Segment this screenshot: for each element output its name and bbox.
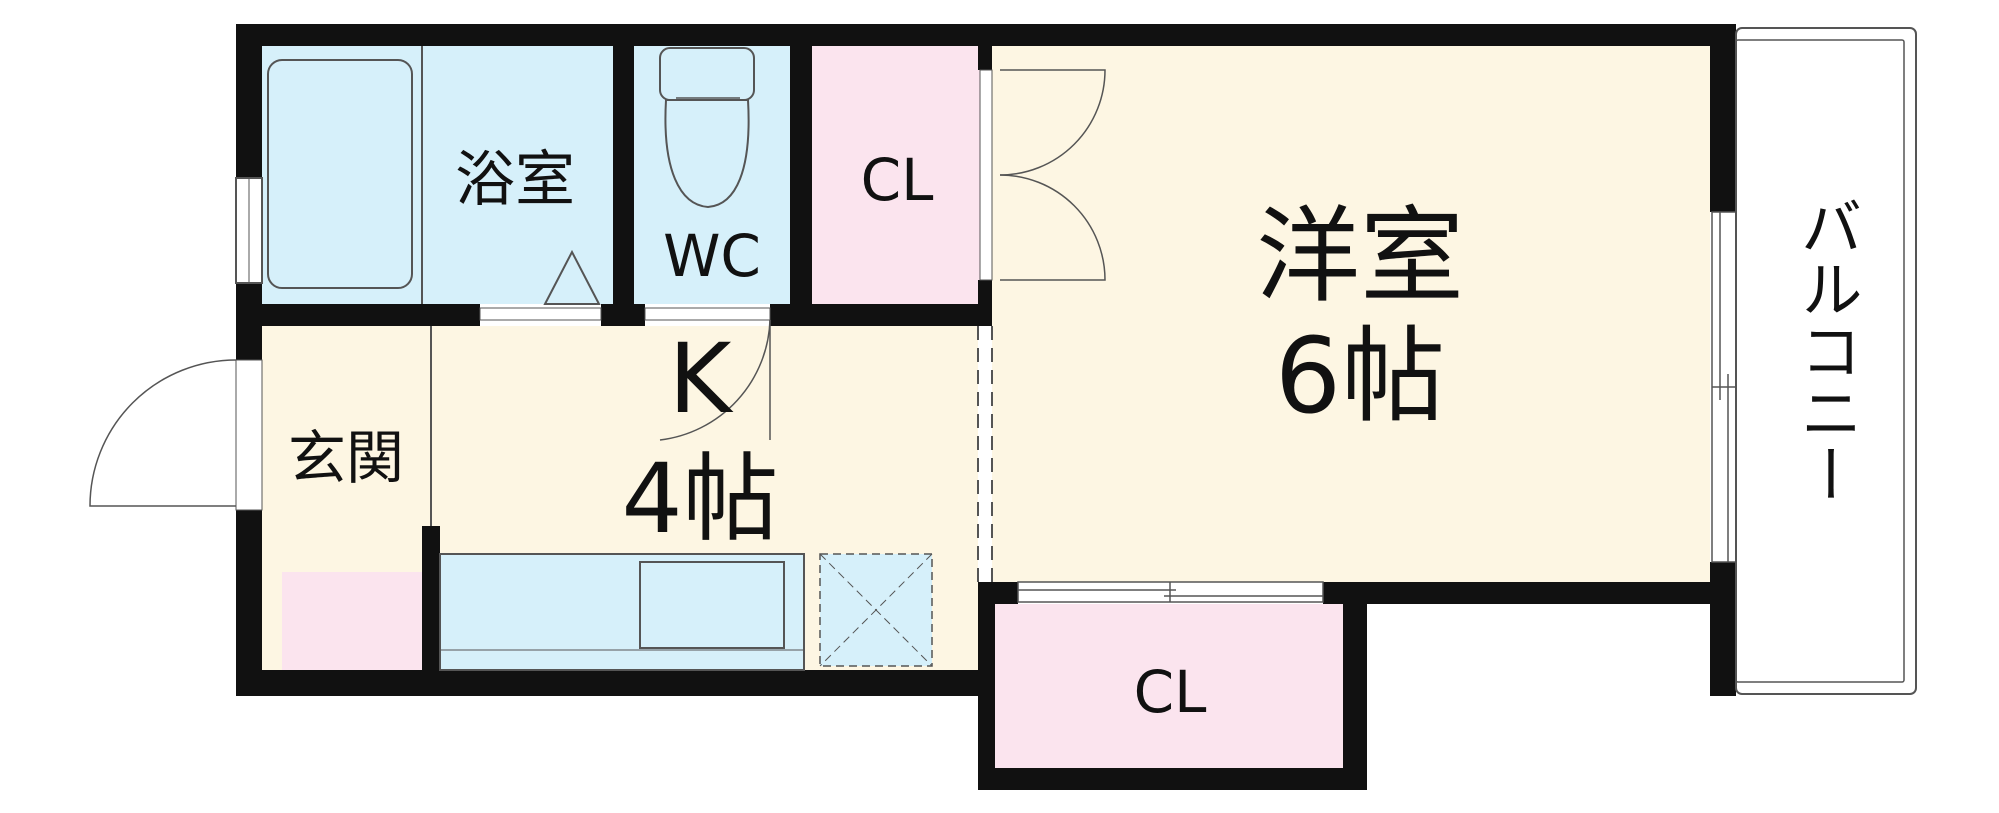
closet-lower-label: CL: [1134, 658, 1207, 726]
wc-door-swing: [659, 319, 771, 441]
kitchen-size: 4帖: [621, 443, 778, 555]
western-room-size: 6帖: [1275, 315, 1445, 437]
wall-left-upper: [236, 24, 262, 178]
closet-upper-floor: [812, 46, 984, 304]
wall-cl-left: [978, 582, 995, 790]
kitchen-counter: [439, 553, 805, 671]
wall-right-upper: [1710, 24, 1736, 212]
closet-upper-label: CL: [861, 146, 934, 214]
toilet-bowl: [664, 99, 750, 209]
wall-cl-bottom: [978, 768, 1367, 790]
western-room-floor: [992, 46, 1710, 582]
wall-upper-horizontal-3: [770, 304, 992, 326]
cl-door-swing-2: [999, 174, 1106, 281]
bath-floor: [262, 46, 613, 304]
wall-bath-wc: [613, 24, 634, 326]
wall-cl-right: [1343, 582, 1367, 790]
closet-lower-floor: [995, 604, 1343, 768]
wall-room-bottom-right: [1323, 582, 1736, 604]
wall-room-bottom-left: [978, 582, 1018, 604]
wall-right-lower: [1710, 562, 1736, 696]
wall-upper-horizontal-2: [601, 304, 645, 326]
wc-label: WC: [663, 222, 761, 290]
western-room-name: 洋室: [1256, 195, 1464, 317]
walls: [236, 24, 1736, 790]
cl-upper-door-gap: [979, 69, 993, 281]
bath-door-gap: [479, 307, 602, 321]
wall-upper-horizontal-1: [236, 304, 480, 326]
kitchen-sink: [639, 561, 785, 649]
wall-wc-cl: [790, 24, 812, 326]
wall-entrance-stub: [422, 526, 440, 696]
cl-door-swing-1: [999, 69, 1106, 176]
wall-left-lower: [236, 510, 262, 696]
wall-cl-room: [978, 24, 992, 70]
bath-drain: [543, 249, 601, 305]
shoe-cabinet: [282, 572, 430, 670]
entrance-door-gap: [235, 359, 263, 511]
balcony-label: バルコニー: [1790, 195, 1863, 505]
wall-bottom-left: [236, 670, 980, 696]
bathtub: [267, 59, 413, 289]
entrance-label: 玄関: [288, 424, 404, 492]
bath-label: 浴室: [455, 145, 575, 215]
wc-door-gap: [644, 307, 771, 321]
kitchen-name: K: [669, 323, 734, 435]
entrance-door-swing: [89, 359, 237, 507]
